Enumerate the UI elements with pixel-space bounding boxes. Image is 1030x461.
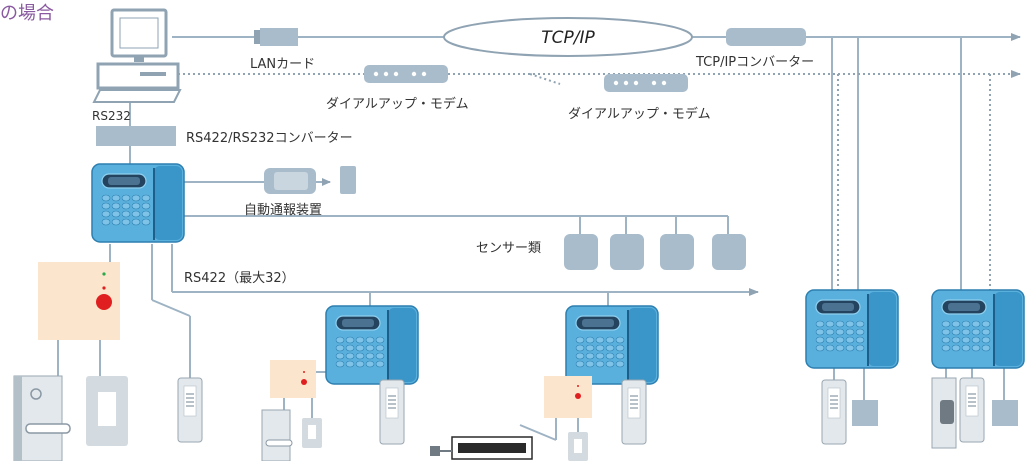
electric-strike-icon	[430, 436, 533, 460]
rs422-rs232-converter-label: RS422/RS232コンバーター	[186, 131, 353, 146]
left-door-lock-icon	[13, 375, 71, 461]
mid-panel-1-icon	[270, 360, 316, 398]
rs422-bus-label: RS422（最大32）	[184, 271, 295, 286]
right-sensor-1-icon	[852, 400, 878, 426]
main-controller-icon	[91, 163, 185, 243]
lan-card-icon	[254, 28, 298, 46]
right-controller-1-icon	[805, 289, 899, 369]
sensor-4-icon	[712, 234, 746, 270]
right-sensor-2-icon	[992, 400, 1018, 426]
dialup-modem-1-icon	[364, 65, 448, 83]
rs232-label: RS232	[92, 109, 131, 123]
dialup-modem-2-label: ダイアルアップ・モデム	[568, 106, 711, 122]
mid-card-reader-1-icon	[379, 379, 405, 445]
sensor-1-icon	[564, 234, 598, 270]
mid-door-lock-1-icon	[261, 409, 293, 461]
left-exit-switch-icon	[86, 376, 128, 446]
auto-alarm-label: 自動通報装置	[244, 203, 322, 218]
tcpip-cloud	[443, 17, 693, 57]
right-controller-2-icon	[931, 289, 1025, 369]
pc-icon	[92, 8, 182, 103]
dialup-modem-2-icon	[604, 74, 688, 92]
tcpip-converter-icon	[726, 28, 806, 46]
auto-alarm-device-icon	[264, 166, 356, 194]
right-card-reader-2-icon	[959, 377, 985, 443]
tcpip-label: TCP/IP	[541, 28, 595, 48]
mid-exit-switch-2-icon	[568, 432, 588, 461]
left-control-panel-icon	[38, 262, 120, 340]
sensor-2-icon	[610, 234, 644, 270]
mid-card-reader-2-icon	[621, 379, 647, 445]
lan-card-label: LANカード	[250, 57, 315, 72]
mid-controller-2-icon	[565, 305, 659, 385]
sensor-3-icon	[660, 234, 694, 270]
page-title: の場合	[0, 3, 54, 24]
mid-controller-1-icon	[325, 305, 419, 385]
sensors-label: センサー類	[476, 241, 541, 256]
mid-exit-switch-1-icon	[302, 418, 322, 448]
right-card-reader-1-icon	[821, 379, 847, 445]
dialup-lines	[178, 70, 1021, 290]
right-door-icon	[931, 377, 957, 449]
mid-panel-2-icon	[544, 376, 592, 418]
dialup-modem-1-label: ダイアルアップ・モデム	[326, 96, 469, 112]
rs422-rs232-converter-icon	[96, 126, 176, 146]
left-card-reader-icon	[177, 377, 203, 443]
tcpip-converter-label: TCP/IPコンバーター	[695, 55, 814, 70]
